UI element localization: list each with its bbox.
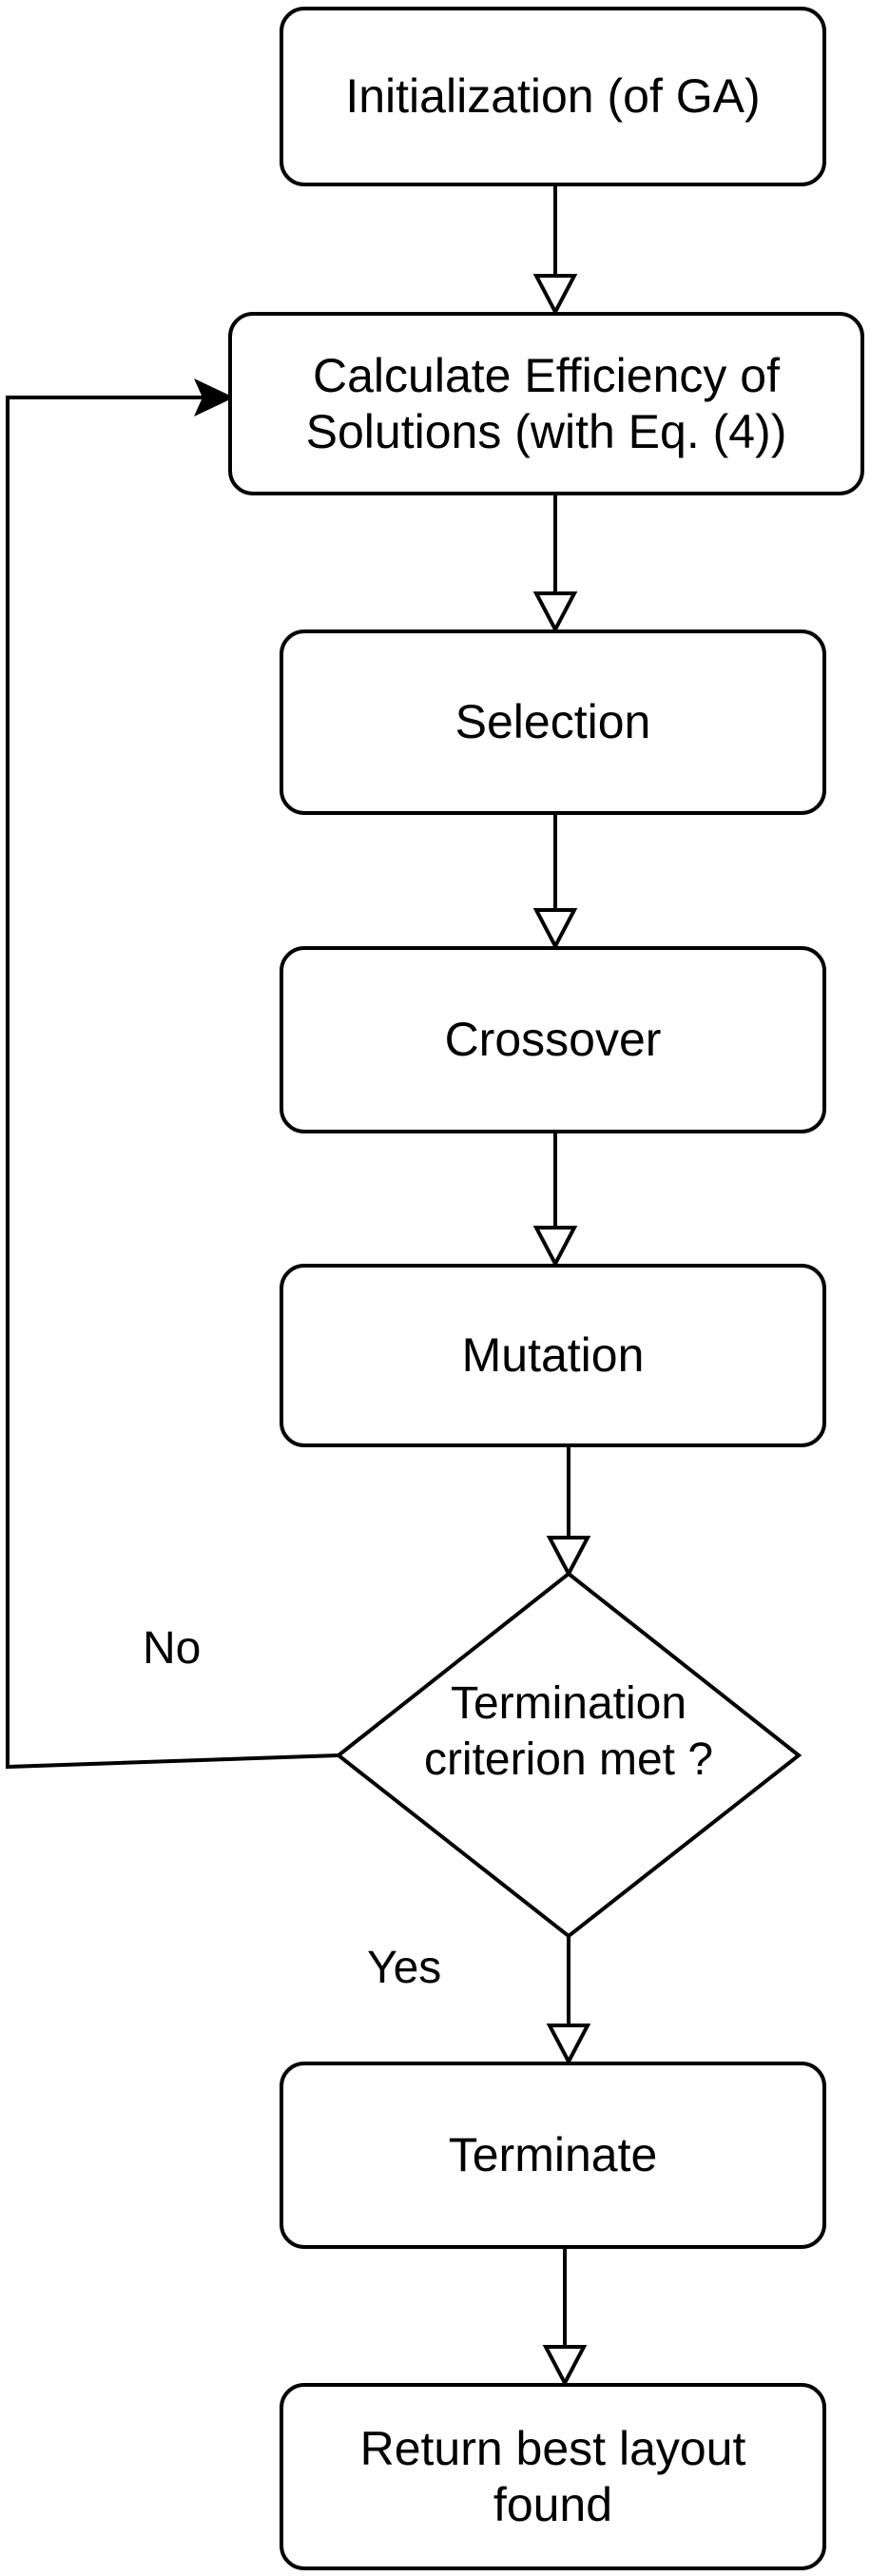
step-return-best-layout: Return best layout found <box>280 2383 826 2570</box>
step-terminate: Terminate <box>280 2062 826 2249</box>
step-crossover: Crossover <box>280 946 826 1133</box>
arrowhead-selection <box>532 591 578 634</box>
edge-label-no: No <box>143 1623 202 1674</box>
arrowhead-crossover <box>532 908 578 951</box>
decision-termination-criterion: Termination criterion met ? <box>423 1678 714 1785</box>
arrowhead-result <box>542 2345 588 2388</box>
step-calculate-efficiency: Calculate Efficiency of Solutions (with … <box>228 312 864 495</box>
edge-label-yes: Yes <box>367 1943 442 1993</box>
step-initialization: Initialization (of GA) <box>280 7 826 186</box>
step-mutation: Mutation <box>280 1264 826 1447</box>
arrowhead-mutation <box>532 1226 578 1269</box>
loop-back-line <box>6 396 339 1770</box>
arrowhead-terminate <box>546 2024 591 2066</box>
arrowhead-loop-back <box>193 378 235 417</box>
step-selection: Selection <box>280 629 826 815</box>
arrowhead-decision <box>546 1536 591 1579</box>
arrowhead-efficiency <box>532 274 578 317</box>
